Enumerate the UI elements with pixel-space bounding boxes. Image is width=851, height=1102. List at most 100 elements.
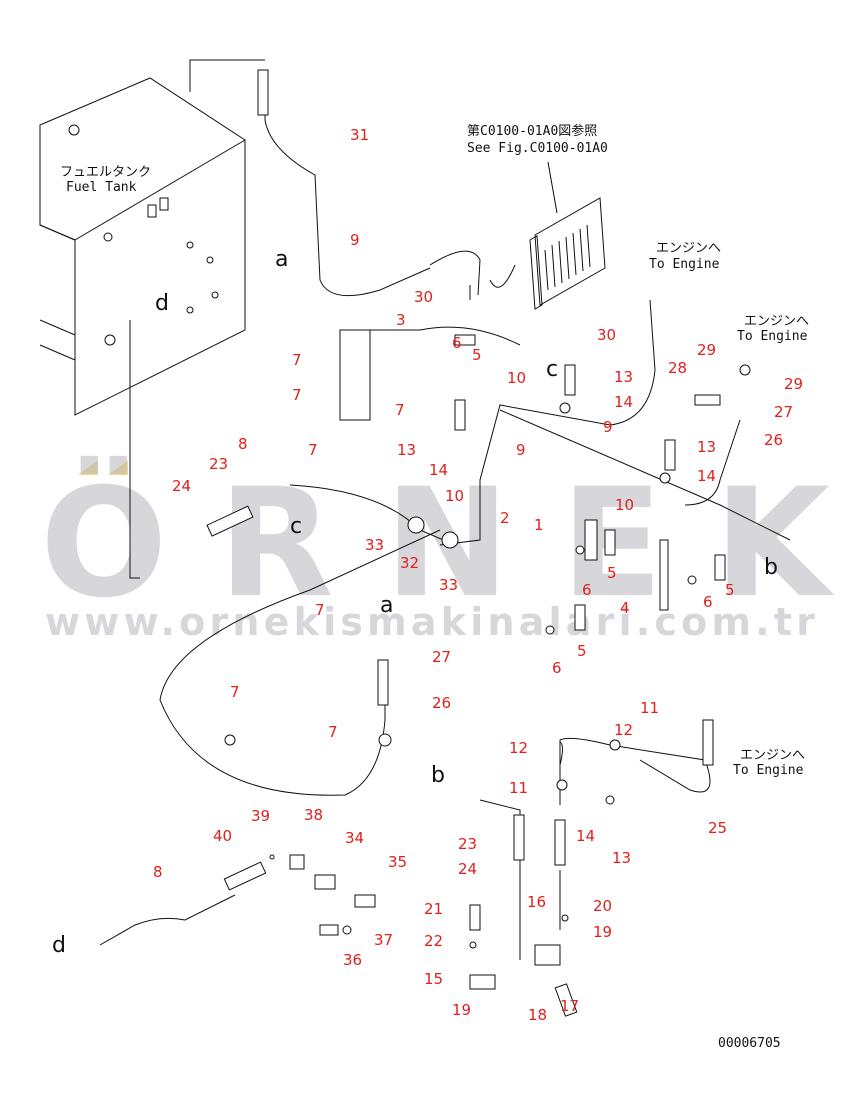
part-number-label: 9 <box>350 231 360 249</box>
part-number-label: 37 <box>374 931 393 949</box>
part-number-label: 30 <box>414 288 433 306</box>
part-number-label: 32 <box>400 554 419 572</box>
connector-a: a <box>380 593 393 618</box>
part-number-label: 27 <box>432 648 451 666</box>
reference-arrow <box>547 161 558 214</box>
fuel-tank-label-jp: フュエルタンク <box>60 165 151 180</box>
part-number-label: 34 <box>345 829 364 847</box>
fuel-tank-label-en: Fuel Tank <box>66 180 137 195</box>
part-number-label: 19 <box>593 923 612 941</box>
part-number-label: 18 <box>528 1006 547 1024</box>
part-number-label: 9 <box>516 441 526 459</box>
part-number-label: 26 <box>432 694 451 712</box>
watermark-url: www.ornekismakinalari.com.tr <box>45 600 815 644</box>
part-number-label: 24 <box>458 860 477 878</box>
connector-c: c <box>290 514 302 539</box>
part-number-label: 23 <box>458 835 477 853</box>
connector-a: a <box>275 247 288 272</box>
part-number-label: 5 <box>607 564 617 582</box>
connector-d: d <box>52 933 66 958</box>
connector-d: d <box>155 291 169 316</box>
cooler <box>429 197 606 310</box>
part-number-label: 31 <box>350 126 369 144</box>
parts <box>206 329 751 1017</box>
part-number-label: 29 <box>784 375 803 393</box>
part-number-label: 9 <box>603 418 613 436</box>
part-number-label: 15 <box>424 970 443 988</box>
part-number-label: 14 <box>614 393 633 411</box>
connector-c: c <box>546 357 558 382</box>
part-number-label: 6 <box>582 581 592 599</box>
part-number-label: 20 <box>593 897 612 915</box>
figure-number: 00006705 <box>718 1036 781 1051</box>
watermark-accent <box>78 460 98 475</box>
fuel-tank <box>39 77 246 416</box>
part-number-label: 3 <box>396 311 406 329</box>
part-number-label: 29 <box>697 341 716 359</box>
to-engine-en: To Engine <box>649 257 720 272</box>
part-number-label: 40 <box>213 827 232 845</box>
part-number-label: 13 <box>697 438 716 456</box>
part-number-label: 21 <box>424 900 443 918</box>
part-number-label: 30 <box>597 326 616 344</box>
part-number-label: 39 <box>251 807 270 825</box>
hose-lines <box>99 59 791 960</box>
part-number-label: 35 <box>388 853 407 871</box>
part-number-label: 7 <box>230 683 240 701</box>
watermark-accent <box>108 460 128 475</box>
part-number-label: 2 <box>500 509 510 527</box>
part-number-label: 10 <box>615 496 634 514</box>
reference-label-en: See Fig.C0100-01A0 <box>467 141 608 156</box>
part-number-label: 10 <box>445 487 464 505</box>
part-number-label: 7 <box>395 401 405 419</box>
to-engine-jp: エンジンへ <box>656 241 721 256</box>
part-number-label: 25 <box>708 819 727 837</box>
part-number-label: 5 <box>472 346 482 364</box>
part-number-label: 28 <box>668 359 687 377</box>
part-number-label: 1 <box>534 516 544 534</box>
part-number-label: 7 <box>292 351 302 369</box>
part-number-label: 23 <box>209 455 228 473</box>
part-number-label: 17 <box>560 997 579 1015</box>
part-number-label: 7 <box>292 386 302 404</box>
connector-b: b <box>764 555 778 580</box>
reference-label-jp: 第C0100-01A0図参照 <box>467 123 597 139</box>
part-number-label: 24 <box>172 477 191 495</box>
connector-b: b <box>431 763 445 788</box>
to-engine-jp: エンジンへ <box>744 314 809 329</box>
part-number-label: 38 <box>304 806 323 824</box>
part-number-label: 7 <box>308 441 318 459</box>
part-number-label: 6 <box>552 659 562 677</box>
part-number-label: 19 <box>452 1001 471 1019</box>
part-number-label: 26 <box>764 431 783 449</box>
part-number-label: 12 <box>509 739 528 757</box>
to-engine-en: To Engine <box>737 329 808 344</box>
part-number-label: 13 <box>612 849 631 867</box>
connector-letters: a a b b c c d d <box>52 247 778 958</box>
part-number-label: 5 <box>725 581 735 599</box>
part-number-label: 22 <box>424 932 443 950</box>
part-number-label: 7 <box>328 723 338 741</box>
part-number-label: 14 <box>429 461 448 479</box>
part-number-label: 12 <box>614 721 633 739</box>
part-number-label: 36 <box>343 951 362 969</box>
part-number-label: 4 <box>620 599 630 617</box>
part-number-label: 11 <box>640 699 659 717</box>
part-number-label: 8 <box>153 863 163 881</box>
to-engine-en: To Engine <box>733 763 804 778</box>
part-number-label: 27 <box>774 403 793 421</box>
part-number-label: 6 <box>452 334 462 352</box>
part-number-label: 14 <box>576 827 595 845</box>
part-number-label: 6 <box>703 593 713 611</box>
part-number-label: 33 <box>365 536 384 554</box>
part-number-label: 5 <box>577 642 587 660</box>
part-number-label: 14 <box>697 467 716 485</box>
part-number-label: 16 <box>527 893 546 911</box>
part-number-label: 13 <box>614 368 633 386</box>
part-number-label: 11 <box>509 779 528 797</box>
part-number-label: 8 <box>238 435 248 453</box>
part-number-label: 10 <box>507 369 526 387</box>
